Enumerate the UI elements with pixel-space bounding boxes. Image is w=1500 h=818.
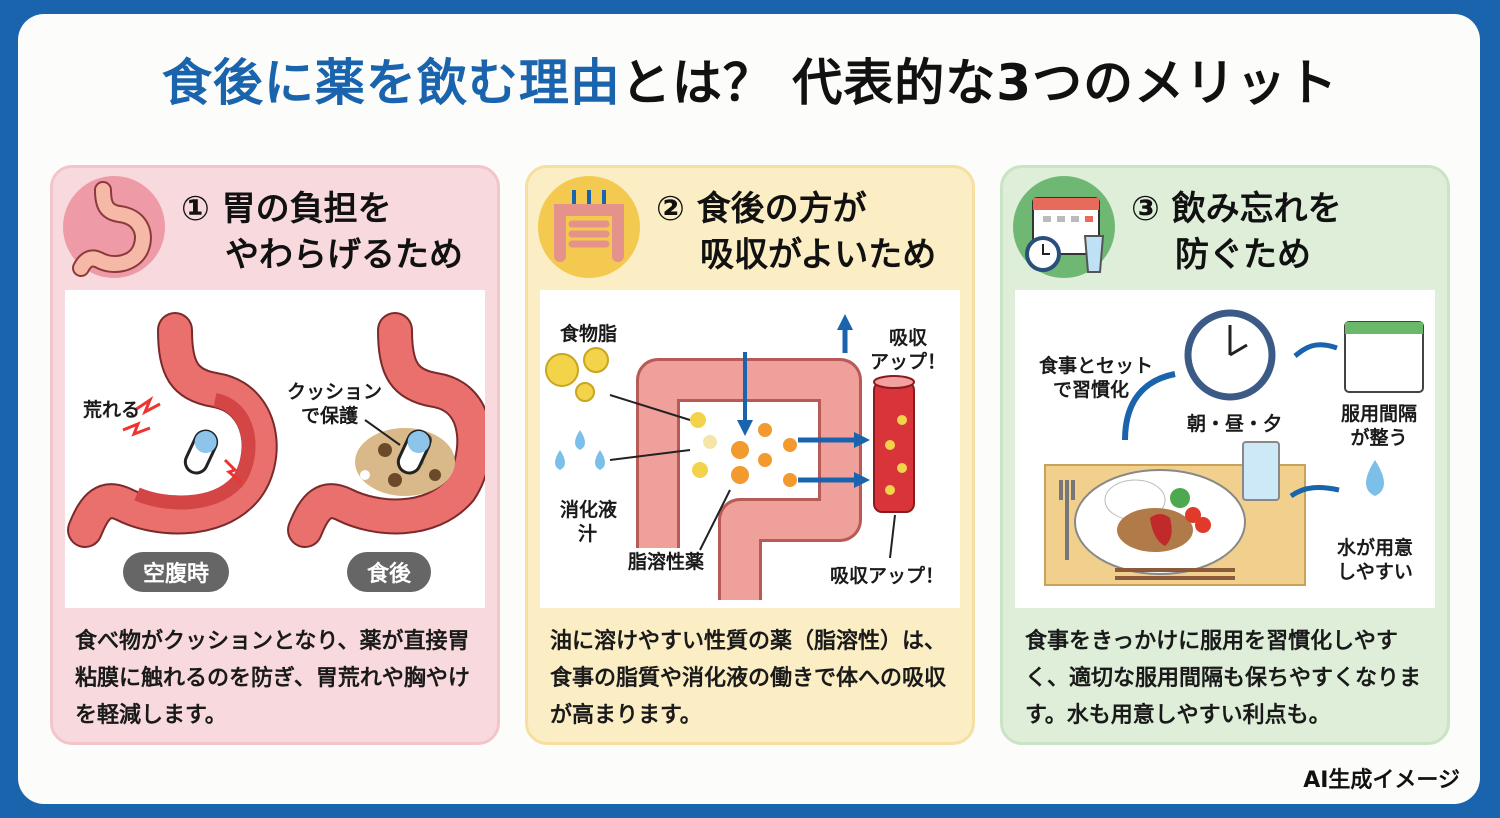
card-header: ② 食後の方が 吸収がよいため <box>528 168 972 290</box>
card-stomach: ① 胃の負担を やわらげるため <box>50 165 500 745</box>
label-cushion: クッションで保護 <box>287 381 383 427</box>
card-description: 食べ物がクッションとなり、薬が直接胃粘膜に触れるのを防ぎ、胃荒れや胸やけを軽減し… <box>75 629 470 728</box>
card-heading: ① 胃の負担を やわらげるため <box>181 189 463 275</box>
card-header: ① 胃の負担を やわらげるため <box>53 168 497 290</box>
card-absorption: ② 食後の方が 吸収がよいため <box>525 165 975 745</box>
label-times: 朝・昼・夕 <box>1187 413 1283 435</box>
title-rest: とは？ 代表的な3つのメリット <box>620 54 1339 112</box>
absorption-illustration: 食物脂 消化液汁 脂溶性薬 吸収アップ！ 吸収アップ！ <box>540 290 960 608</box>
label-interval: 服用間隔が整う <box>1341 403 1418 449</box>
label-habit: 食事とセットで習慣化 <box>1039 355 1154 401</box>
stomach-comparison-illustration: 荒れる クッションで保護 空腹時 食後 <box>65 290 485 608</box>
label-empty-stomach: 空腹時 <box>123 552 230 592</box>
card-header: ③ 飲み忘れを 防ぐため <box>1003 168 1447 290</box>
label-irritated: 荒れる <box>83 399 141 421</box>
card-habit: ③ 飲み忘れを 防ぐため 食事とセットで習慣化 朝・昼・夕 服用間隔が整う <box>1000 165 1450 745</box>
label-after-meal: 食後 <box>347 552 432 592</box>
label-absorb-up-bottom: 吸収アップ！ <box>830 565 945 587</box>
intestine-icon <box>538 176 640 278</box>
page-title: 食後に薬を飲む理由とは？ 代表的な3つのメリット <box>0 58 1500 108</box>
label-fat-soluble-drug: 脂溶性薬 <box>628 551 705 573</box>
full-stomach-icon <box>287 312 485 548</box>
stomach-icon <box>63 176 165 278</box>
title-highlight: 食後に薬を飲む理由 <box>161 54 621 112</box>
card-description: 食事をきっかけに服用を習慣化しやすく、適切な服用間隔も保ちやすくなります。水も用… <box>1025 629 1422 728</box>
label-digestive-juice: 消化液汁 <box>560 499 618 545</box>
empty-stomach-icon <box>67 312 278 548</box>
card-heading: ③ 飲み忘れを 防ぐため <box>1131 189 1342 275</box>
label-absorb-up-top: 吸収アップ！ <box>870 327 947 373</box>
card-description: 油に溶けやすい性質の薬（脂溶性）は、食事の脂質や消化液の働きで体への吸収が高まり… <box>550 629 947 728</box>
label-food-fat: 食物脂 <box>560 323 618 345</box>
habit-illustration: 食事とセットで習慣化 朝・昼・夕 服用間隔が整う 水が用意しやすい <box>1015 290 1435 608</box>
ai-generated-note: AI生成イメージ <box>1303 768 1460 793</box>
calendar-clock-water-icon <box>1013 176 1115 278</box>
card-heading: ② 食後の方が 吸収がよいため <box>656 189 937 275</box>
label-water: 水が用意しやすい <box>1337 537 1414 583</box>
